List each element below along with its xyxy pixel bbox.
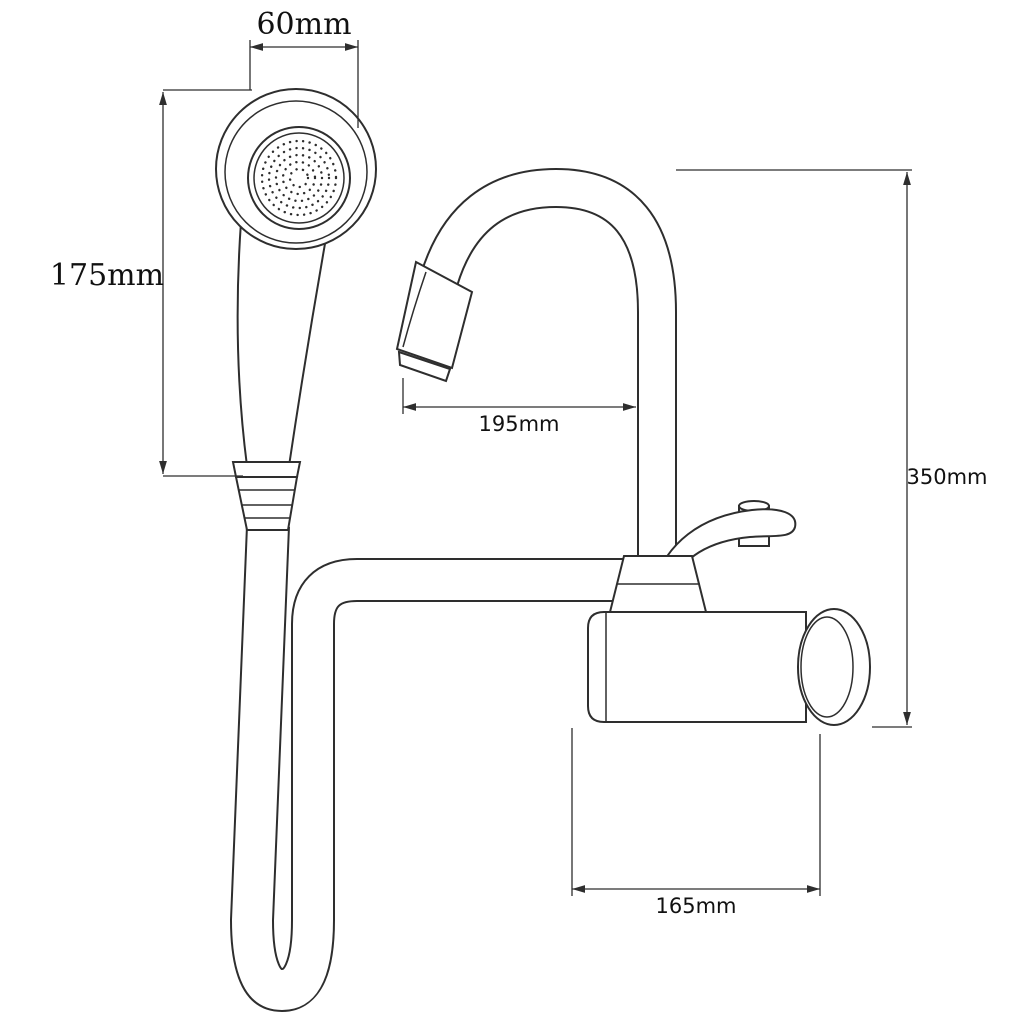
dim-label-spout-reach: 195mm (479, 412, 560, 436)
body-end-cap-inner (800, 616, 854, 718)
shower-handle (236, 220, 328, 467)
spout-nozzle (395, 260, 474, 383)
lever-handle (652, 508, 797, 588)
shower-head (215, 88, 377, 250)
dimension-head-diameter: 60mm (249, 7, 359, 128)
connector-ridges (239, 489, 295, 519)
shower-hose (229, 525, 662, 1013)
dim-label-overall-height: 350mm (907, 465, 988, 489)
dimension-body-length: 165mm (571, 728, 821, 918)
body-cylinder (587, 611, 807, 723)
nozzle-cone (395, 260, 474, 370)
dimension-head-length: 175mm (50, 89, 252, 477)
spray-face-inner (253, 132, 345, 224)
hand-shower (215, 88, 377, 531)
faucet-gooseneck (416, 167, 677, 604)
head-inner-rim (224, 100, 368, 244)
hose-body (231, 525, 662, 1011)
spray-nozzle-dots (260, 139, 338, 217)
spray-face-outer (247, 126, 351, 230)
nozzle-shading-line (402, 271, 427, 348)
nozzle-outlet (397, 350, 452, 383)
faucet-riser (608, 555, 708, 613)
dim-label-body-length: 165mm (656, 894, 737, 918)
heater-body (587, 608, 871, 726)
connector-band (231, 461, 302, 478)
dimension-spout-reach: 195mm (402, 378, 636, 436)
dimension-overall-height: 350mm (676, 169, 988, 728)
gooseneck-body (418, 169, 675, 604)
connector-cone (234, 476, 299, 531)
dim-label-head-length: 175mm (50, 258, 164, 293)
dim-label-head-diameter: 60mm (256, 7, 351, 42)
body-end-cap (797, 608, 871, 726)
faucet-lever-group (652, 500, 797, 588)
